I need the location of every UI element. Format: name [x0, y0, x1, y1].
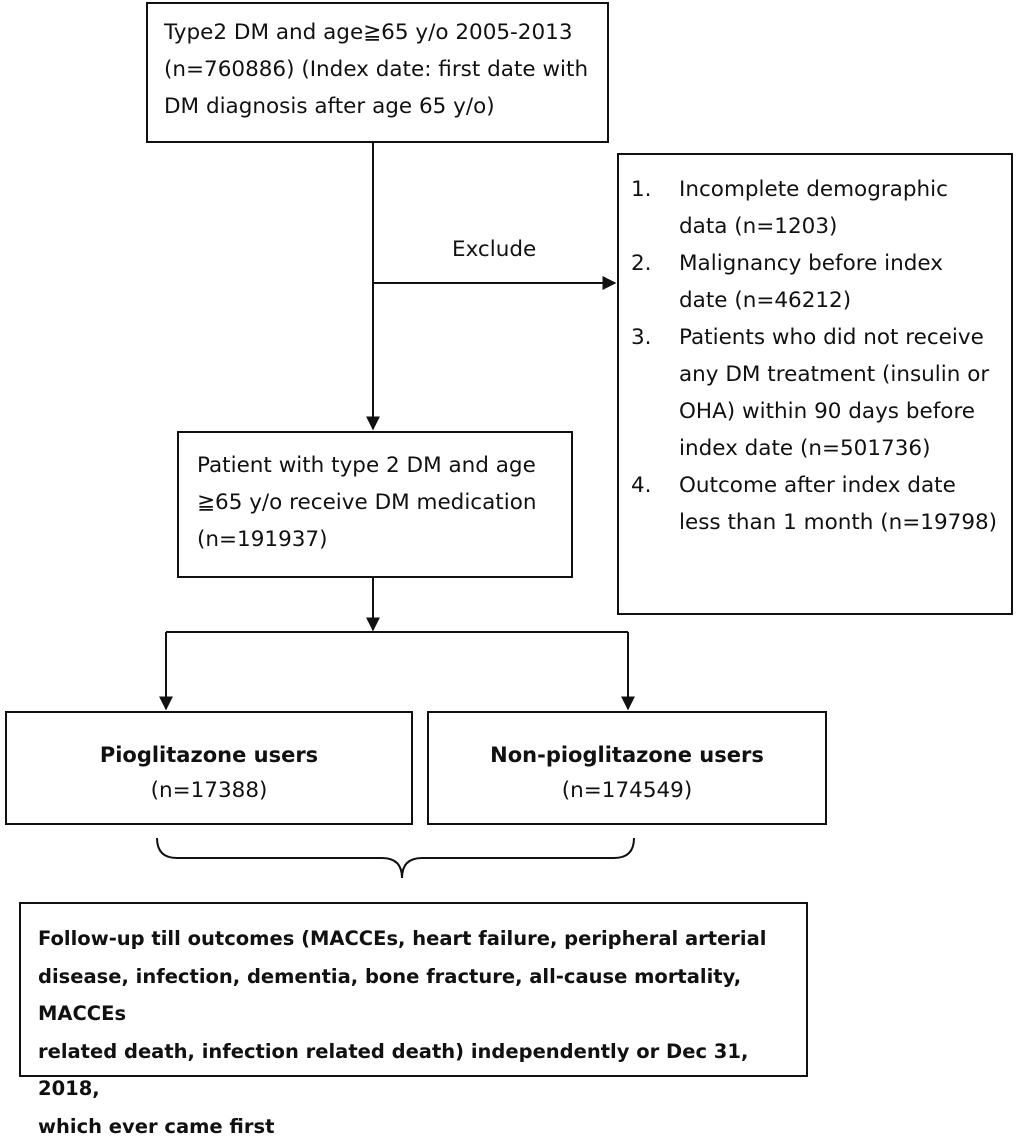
medication-line: ≧65 y/o receive DM medication: [197, 484, 571, 521]
follow-up-line: which ever came first: [38, 1108, 806, 1145]
exclusion-number: 4.: [631, 467, 679, 541]
medication-line: Patient with type 2 DM and age: [197, 447, 571, 484]
merge-brace: [157, 838, 634, 878]
exclusion-item: 1. Incomplete demographic data (n=1203): [631, 171, 1011, 245]
exclusion-item: 4. Outcome after index date less than 1 …: [631, 467, 1011, 541]
follow-up-line: disease, infection, dementia, bone fract…: [38, 958, 806, 1033]
exclusion-number: 2.: [631, 245, 679, 319]
pioglitazone-users-box: Pioglitazone users (n=17388): [5, 711, 413, 825]
exclusion-text: Outcome after index date less than 1 mon…: [679, 467, 1011, 541]
exclusion-line: date (n=46212): [679, 282, 1011, 319]
cohort-line: Type2 DM and age≧65 y/o 2005-2013: [164, 14, 607, 51]
exclusion-text: Incomplete demographic data (n=1203): [679, 171, 1011, 245]
cohort-line: DM diagnosis after age 65 y/o): [164, 88, 607, 125]
exclusion-line: Patients who did not receive: [679, 319, 1011, 356]
exclusion-line: Outcome after index date: [679, 467, 1011, 504]
exclusion-number: 1.: [631, 171, 679, 245]
medication-box: Patient with type 2 DM and age ≧65 y/o r…: [177, 431, 573, 578]
exclusion-text: Patients who did not receive any DM trea…: [679, 319, 1011, 467]
cohort-box: Type2 DM and age≧65 y/o 2005-2013 (n=760…: [146, 2, 609, 143]
exclusion-text: Malignancy before index date (n=46212): [679, 245, 1011, 319]
exclusion-number: 3.: [631, 319, 679, 467]
exclusion-line: Incomplete demographic: [679, 171, 1011, 208]
exclusion-line: OHA) within 90 days before: [679, 393, 1011, 430]
follow-up-line: related death, infection related death) …: [38, 1033, 806, 1108]
exclusion-line: data (n=1203): [679, 208, 1011, 245]
exclusion-item: 2. Malignancy before index date (n=46212…: [631, 245, 1011, 319]
exclusion-line: Malignancy before index: [679, 245, 1011, 282]
exclusion-line: index date (n=501736): [679, 430, 1011, 467]
pioglitazone-users-label: Pioglitazone users: [7, 737, 411, 773]
non-pioglitazone-users-count: (n=174549): [429, 773, 825, 809]
non-pioglitazone-users-box: Non-pioglitazone users (n=174549): [427, 711, 827, 825]
follow-up-line: Follow-up till outcomes (MACCEs, heart f…: [38, 920, 806, 958]
exclude-label: Exclude: [452, 232, 536, 268]
follow-up-box: Follow-up till outcomes (MACCEs, heart f…: [19, 902, 808, 1077]
exclusion-line: less than 1 month (n=19798): [679, 504, 1011, 541]
exclusion-box: 1. Incomplete demographic data (n=1203) …: [617, 153, 1013, 615]
cohort-line: (n=760886) (Index date: first date with: [164, 51, 607, 88]
exclusion-item: 3. Patients who did not receive any DM t…: [631, 319, 1011, 467]
pioglitazone-users-count: (n=17388): [7, 773, 411, 809]
non-pioglitazone-users-label: Non-pioglitazone users: [429, 737, 825, 773]
exclusion-line: any DM treatment (insulin or: [679, 356, 1011, 393]
medication-line: (n=191937): [197, 521, 571, 558]
